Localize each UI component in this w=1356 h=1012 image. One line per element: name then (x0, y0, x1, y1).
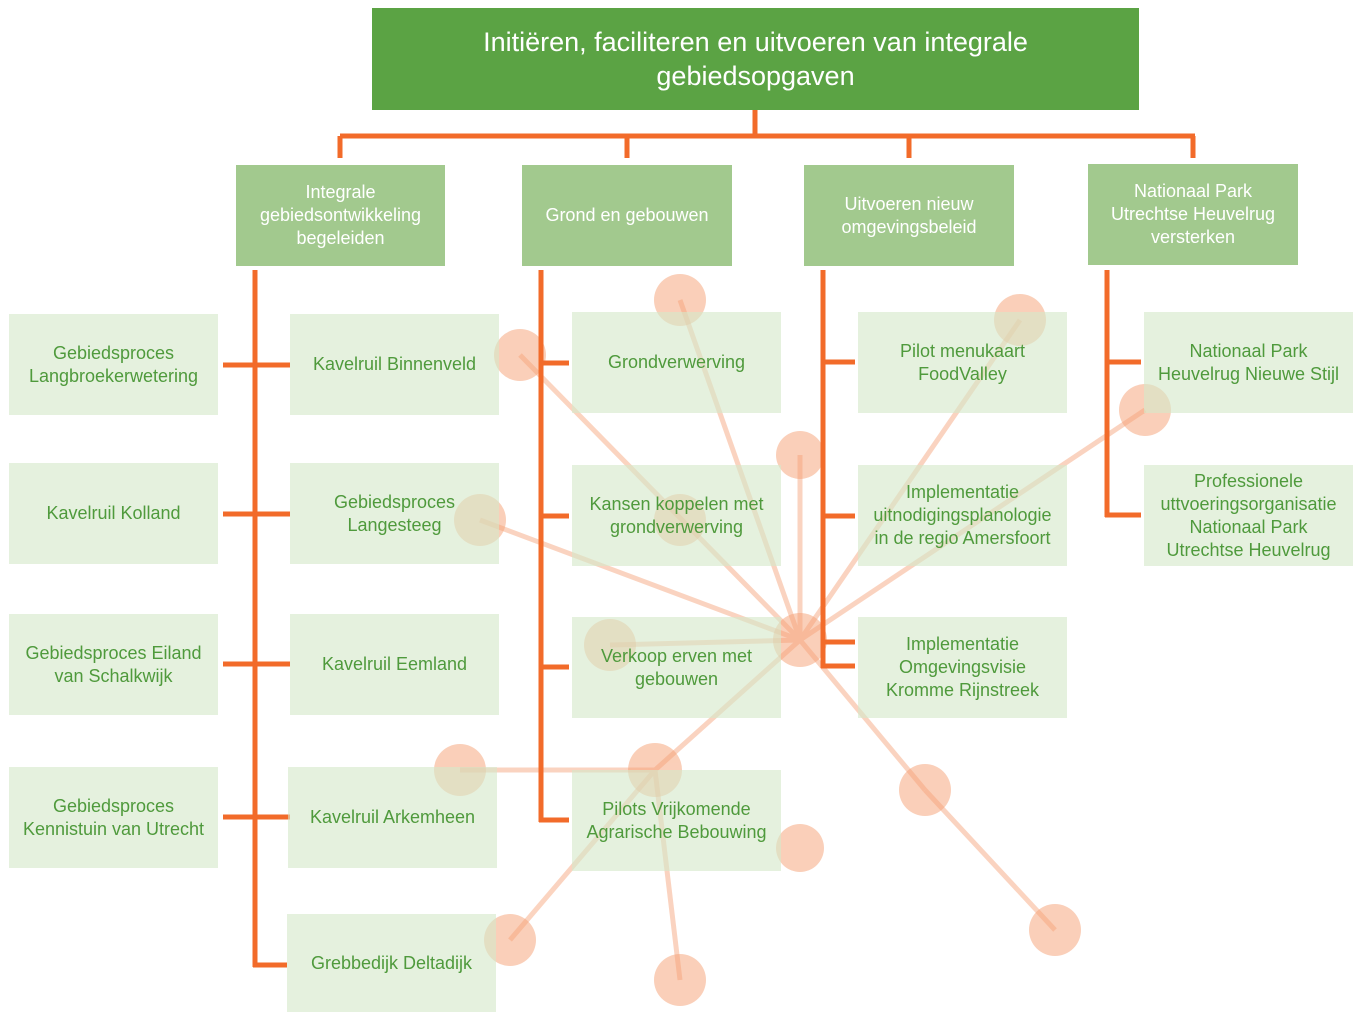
leaf-item: Gebiedsproces Langbroekerwetering (9, 314, 218, 415)
leaf-label: Implementatie uitnodigingsplanologie in … (873, 482, 1052, 548)
leaf-label: Kavelruil Kolland (46, 503, 181, 523)
leaf-item: Grondverwerving (572, 312, 781, 413)
leaf-label: Gebiedsproces Langbroekerwetering (28, 342, 199, 386)
leaf-item: Verkoop erven met gebouwen (572, 617, 781, 718)
leaf-label: Kavelruil Binnenveld (312, 354, 477, 374)
leaf-item: Pilot menukaart FoodValley (858, 312, 1067, 413)
leaf-label: Grebbedijk Deltadijk (310, 952, 473, 973)
category-label: Uitvoeren nieuw omgevingsbeleid (841, 193, 977, 237)
root-title: Initiëren, faciliteren en uitvoeren van … (483, 27, 1028, 91)
leaf-label: Implementatie Omgevingsvisie Kromme Rijn… (885, 634, 1040, 700)
category-gebiedsontwikkeling: Integrale gebiedsontwikkeling begeleiden (236, 165, 445, 266)
leaf-label: Pilot menukaart FoodValley (899, 340, 1026, 384)
leaf-label: Gebiedsproces Kennistuin van Utrecht (22, 795, 205, 839)
leaf-label: Kavelruil Arkemheen (309, 807, 476, 827)
category-label: Grond en gebouwen (545, 205, 709, 225)
leaf-item: Pilots Vrijkomende Agrarische Bebouwing (572, 770, 781, 871)
category-label: Integrale gebiedsontwikkeling begeleiden (259, 182, 422, 248)
leaf-item: Implementatie uitnodigingsplanologie in … (858, 465, 1067, 566)
leaf-label: Gebiedsproces Eiland van Schalkwijk (25, 642, 202, 686)
leaf-item: Kavelruil Arkemheen (288, 767, 497, 868)
leaf-label: Professionele uttvoeringsorganisatie Nat… (1160, 470, 1337, 560)
leaf-item: Gebiedsproces Langesteeg (290, 463, 499, 564)
leaf-item: Kavelruil Kolland (9, 463, 218, 564)
leaf-item: Implementatie Omgevingsvisie Kromme Rijn… (858, 617, 1067, 718)
leaf-item: Kavelruil Eemland (290, 614, 499, 715)
root-title-box: Initiëren, faciliteren en uitvoeren van … (372, 8, 1139, 110)
leaf-item: Nationaal Park Heuvelrug Nieuwe Stijl (1144, 312, 1353, 413)
category-omgevingsbeleid: Uitvoeren nieuw omgevingsbeleid (804, 165, 1014, 266)
leaf-item: Kansen koppelen met grondverwerving (572, 465, 781, 566)
leaf-label: Nationaal Park Heuvelrug Nieuwe Stijl (1157, 340, 1340, 384)
category-grond-en-gebouwen: Grond en gebouwen (522, 165, 732, 266)
leaf-item: Gebiedsproces Eiland van Schalkwijk (9, 614, 218, 715)
category-label: Nationaal Park Utrechtse Heuvelrug verst… (1110, 181, 1276, 247)
leaf-label: Verkoop erven met gebouwen (600, 645, 753, 689)
leaf-label: Kansen koppelen met grondverwerving (589, 493, 764, 537)
leaf-item: Professionele uttvoeringsorganisatie Nat… (1144, 465, 1353, 566)
leaf-label: Pilots Vrijkomende Agrarische Bebouwing (586, 798, 767, 842)
leaf-item: Gebiedsproces Kennistuin van Utrecht (9, 767, 218, 868)
leaf-item: Grebbedijk Deltadijk (287, 914, 496, 1012)
leaf-label: Grondverwerving (607, 352, 746, 372)
leaf-label: Gebiedsproces Langesteeg (333, 491, 456, 535)
category-nationaal-park: Nationaal Park Utrechtse Heuvelrug verst… (1088, 164, 1298, 265)
leaf-label: Kavelruil Eemland (321, 654, 468, 674)
leaf-item: Kavelruil Binnenveld (290, 314, 499, 415)
